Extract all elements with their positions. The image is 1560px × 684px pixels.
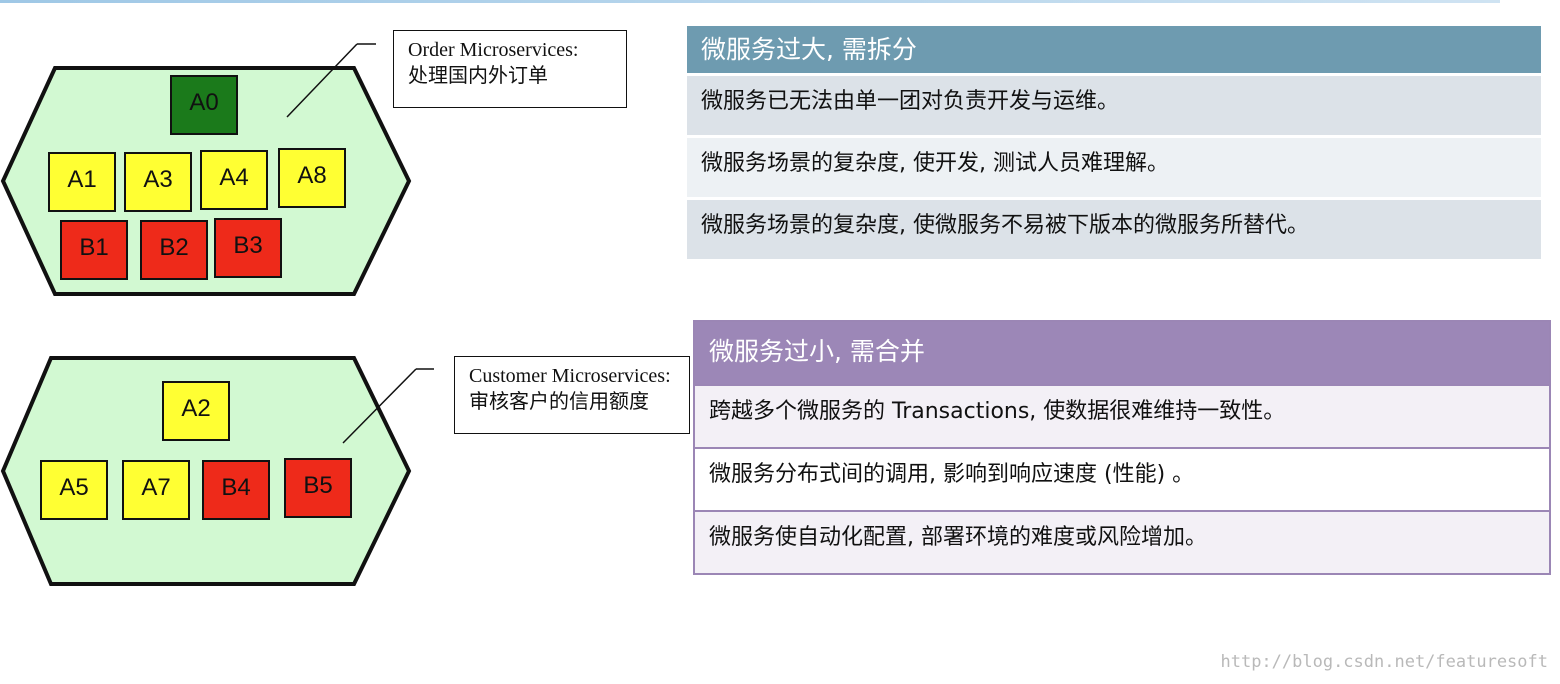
customer-callout-line-2: 审核客户的信用额度 bbox=[469, 391, 649, 413]
service-label: A1 bbox=[67, 166, 96, 193]
order-callout-line-1: Order Microservices: bbox=[408, 39, 579, 61]
service-box bbox=[40, 460, 108, 520]
order-service-b3: B3 bbox=[214, 218, 282, 278]
service-box bbox=[124, 152, 192, 212]
order-service-a4: A4 bbox=[200, 150, 268, 210]
service-box bbox=[202, 460, 270, 520]
service-box bbox=[170, 75, 238, 135]
watermark: http://blog.csdn.net/featuresoft bbox=[1220, 652, 1548, 672]
service-box bbox=[122, 460, 190, 520]
service-box bbox=[214, 218, 282, 278]
customer-callout-line-1: Customer Microservices: bbox=[469, 365, 671, 387]
order-service-a1: A1 bbox=[48, 152, 116, 212]
service-box bbox=[284, 458, 352, 518]
merge-table-row: 跨越多个微服务的 Transactions, 使数据很难维持一致性。 bbox=[695, 384, 1549, 447]
customer-service-a7: A7 bbox=[122, 460, 190, 520]
order-service-b1: B1 bbox=[60, 220, 128, 280]
order-service-b2: B2 bbox=[140, 220, 208, 280]
top-divider bbox=[0, 0, 1500, 3]
service-box bbox=[278, 148, 346, 208]
customer-service-a5: A5 bbox=[40, 460, 108, 520]
merge-table-header: 微服务过小, 需合并 bbox=[695, 322, 1549, 384]
merge-table: 微服务过小, 需合并 跨越多个微服务的 Transactions, 使数据很难维… bbox=[693, 320, 1551, 575]
service-label: A4 bbox=[219, 164, 248, 191]
service-label: A2 bbox=[181, 395, 210, 422]
order-service-a3: A3 bbox=[124, 152, 192, 212]
service-label: A5 bbox=[59, 474, 88, 501]
service-box bbox=[162, 381, 230, 441]
customer-service-a2: A2 bbox=[162, 381, 230, 441]
service-label: B4 bbox=[221, 474, 250, 501]
customer-service-b5: B5 bbox=[284, 458, 352, 518]
merge-table-row: 微服务使自动化配置, 部署环境的难度或风险增加。 bbox=[695, 510, 1549, 573]
merge-table-row: 微服务分布式间的调用, 影响到响应速度 (性能) 。 bbox=[695, 447, 1549, 510]
order-service-a8: A8 bbox=[278, 148, 346, 208]
service-label: A3 bbox=[143, 166, 172, 193]
service-label: B1 bbox=[79, 234, 108, 261]
service-label: A7 bbox=[141, 474, 170, 501]
split-table-row: 微服务场景的复杂度, 使开发, 测试人员难理解。 bbox=[687, 135, 1541, 197]
service-box bbox=[140, 220, 208, 280]
service-label: B3 bbox=[233, 232, 262, 259]
service-label: A0 bbox=[189, 89, 218, 116]
service-label: B5 bbox=[303, 472, 332, 499]
order-callout-line-2: 处理国内外订单 bbox=[408, 65, 548, 87]
split-table: 微服务过大, 需拆分 微服务已无法由单一团对负责开发与运维。 微服务场景的复杂度… bbox=[687, 26, 1541, 259]
service-label: A8 bbox=[297, 162, 326, 189]
order-callout-leader bbox=[286, 43, 358, 118]
service-label: B2 bbox=[159, 234, 188, 261]
service-box bbox=[48, 152, 116, 212]
customer-service-b4: B4 bbox=[202, 460, 270, 520]
split-table-row: 微服务已无法由单一团对负责开发与运维。 bbox=[687, 73, 1541, 135]
service-box bbox=[60, 220, 128, 280]
order-service-a0: A0 bbox=[170, 75, 238, 135]
service-box bbox=[200, 150, 268, 210]
split-table-header: 微服务过大, 需拆分 bbox=[687, 26, 1541, 73]
split-table-row: 微服务场景的复杂度, 使微服务不易被下版本的微服务所替代。 bbox=[687, 197, 1541, 259]
customer-callout-leader bbox=[342, 368, 417, 444]
customer-callout: Customer Microservices: 审核客户的信用额度 bbox=[454, 356, 690, 434]
order-callout: Order Microservices: 处理国内外订单 bbox=[393, 30, 627, 108]
